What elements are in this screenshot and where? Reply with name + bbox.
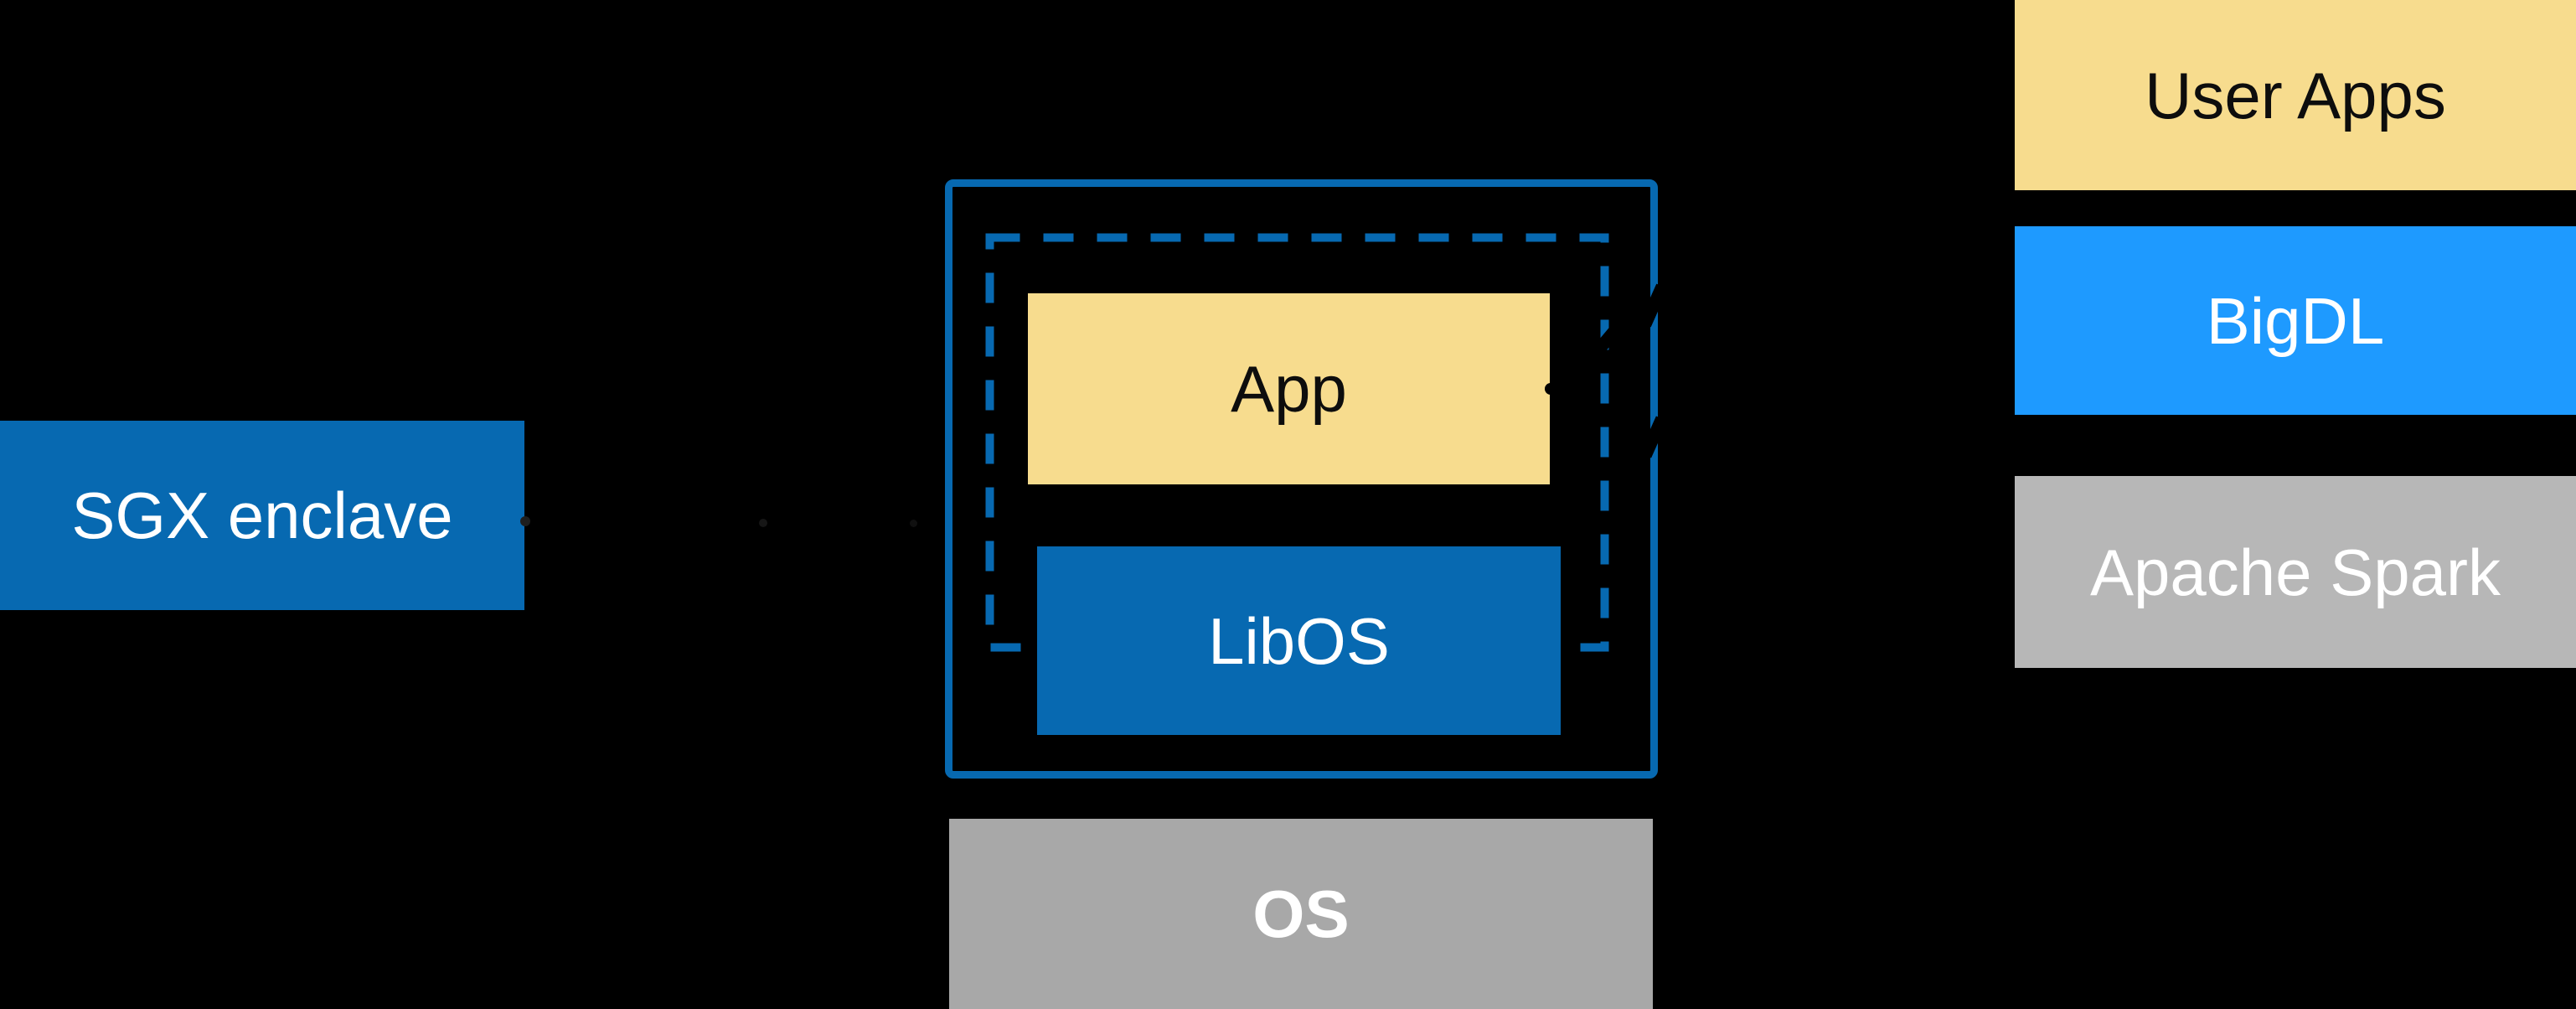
- libos-label: LibOS: [1208, 603, 1390, 678]
- sgx-enclave-label: SGX enclave: [71, 479, 453, 552]
- user-apps-box: User Apps: [2015, 0, 2576, 190]
- libos-box: LibOS: [1037, 546, 1561, 735]
- apache-spark-box: Apache Spark: [2015, 476, 2576, 668]
- enclave-outer-border: [945, 179, 1658, 779]
- sgx-enclave-box: SGX enclave: [0, 421, 524, 610]
- app-box: App: [1028, 293, 1550, 484]
- user-apps-label: User Apps: [2145, 58, 2446, 132]
- enclave-connector-dot-icon: [520, 516, 530, 526]
- bigdl-box: BigDL: [2015, 226, 2576, 415]
- os-box: OS: [949, 819, 1653, 1009]
- app-label: App: [1231, 352, 1347, 426]
- enclave-connector-dot-icon: [910, 520, 917, 527]
- bigdl-label: BigDL: [2206, 283, 2385, 358]
- apache-spark-label: Apache Spark: [2090, 535, 2501, 609]
- enclave-connector-dot-icon: [759, 519, 767, 527]
- os-label: OS: [1252, 876, 1350, 951]
- app-arrowhead-icon: [1545, 383, 1556, 395]
